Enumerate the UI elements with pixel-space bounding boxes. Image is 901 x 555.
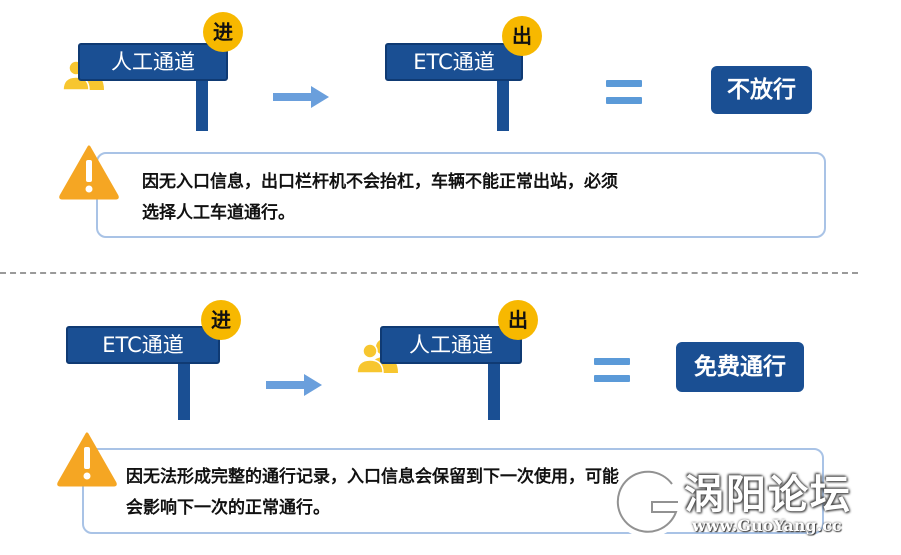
bottom-exit-badge: 出 bbox=[498, 300, 538, 340]
bottom-exit-sign-board: 人工通道 bbox=[380, 326, 522, 364]
top-entry-sign-pole bbox=[196, 81, 208, 131]
top-exit-sign-pole bbox=[497, 81, 509, 131]
bottom-exit-sign-pole bbox=[488, 364, 500, 420]
top-note-line-1: 因无入口信息，出口栏杆机不会抬杠，车辆不能正常出站，必须 bbox=[142, 172, 618, 192]
bottom-result-box: 免费通行 bbox=[676, 342, 804, 392]
bottom-exit-sign: 人工通道 bbox=[380, 326, 530, 420]
watermark-title: 涡阳论坛 bbox=[684, 472, 852, 518]
top-note-line-2: 选择人工车道通行。 bbox=[142, 203, 295, 223]
top-entry-sign-board: 人工通道 bbox=[78, 43, 228, 81]
top-result-box: 不放行 bbox=[711, 66, 812, 114]
top-exit-sign-board: ETC通道 bbox=[385, 43, 523, 81]
bottom-section: ETC通道 进 人工通道 出 免费通行 因无法形成完整的通行记录，入口信息会保留… bbox=[0, 280, 901, 555]
arrow-right-icon bbox=[266, 374, 324, 396]
bottom-entry-sign: ETC通道 bbox=[66, 326, 221, 420]
top-exit-sign: ETC通道 bbox=[385, 43, 535, 131]
equals-icon bbox=[594, 358, 630, 386]
equals-icon bbox=[606, 80, 642, 108]
bottom-entry-sign-pole bbox=[178, 364, 190, 420]
watermark: 涡阳论坛 www.GuoYang.cc bbox=[602, 458, 892, 554]
warning-icon bbox=[57, 432, 117, 487]
bottom-note-line-2: 会影响下一次的正常通行。 bbox=[126, 498, 330, 518]
bottom-entry-sign-board: ETC通道 bbox=[66, 326, 220, 364]
top-exit-badge: 出 bbox=[502, 16, 542, 56]
top-note-box: 因无入口信息，出口栏杆机不会抬杠，车辆不能正常出站，必须 选择人工车道通行。 bbox=[96, 152, 826, 238]
bottom-note-box: 因无法形成完整的通行记录，入口信息会保留到下一次使用，可能 会影响下一次的正常通… bbox=[82, 448, 824, 534]
top-entry-badge: 进 bbox=[203, 12, 243, 52]
watermark-logo-icon bbox=[611, 465, 685, 538]
warning-icon bbox=[59, 145, 119, 200]
arrow-right-icon bbox=[273, 86, 331, 108]
bottom-note-line-1: 因无法形成完整的通行记录，入口信息会保留到下一次使用，可能 bbox=[126, 467, 619, 487]
top-section: 人工通道 进 ETC通道 出 不放行 因无入口信息，出口栏杆机不会抬杠，车辆不能… bbox=[0, 0, 901, 270]
top-entry-sign: 人工通道 bbox=[78, 43, 228, 131]
watermark-url: www.GuoYang.cc bbox=[692, 516, 842, 535]
bottom-entry-badge: 进 bbox=[201, 300, 241, 340]
section-divider bbox=[0, 272, 858, 274]
